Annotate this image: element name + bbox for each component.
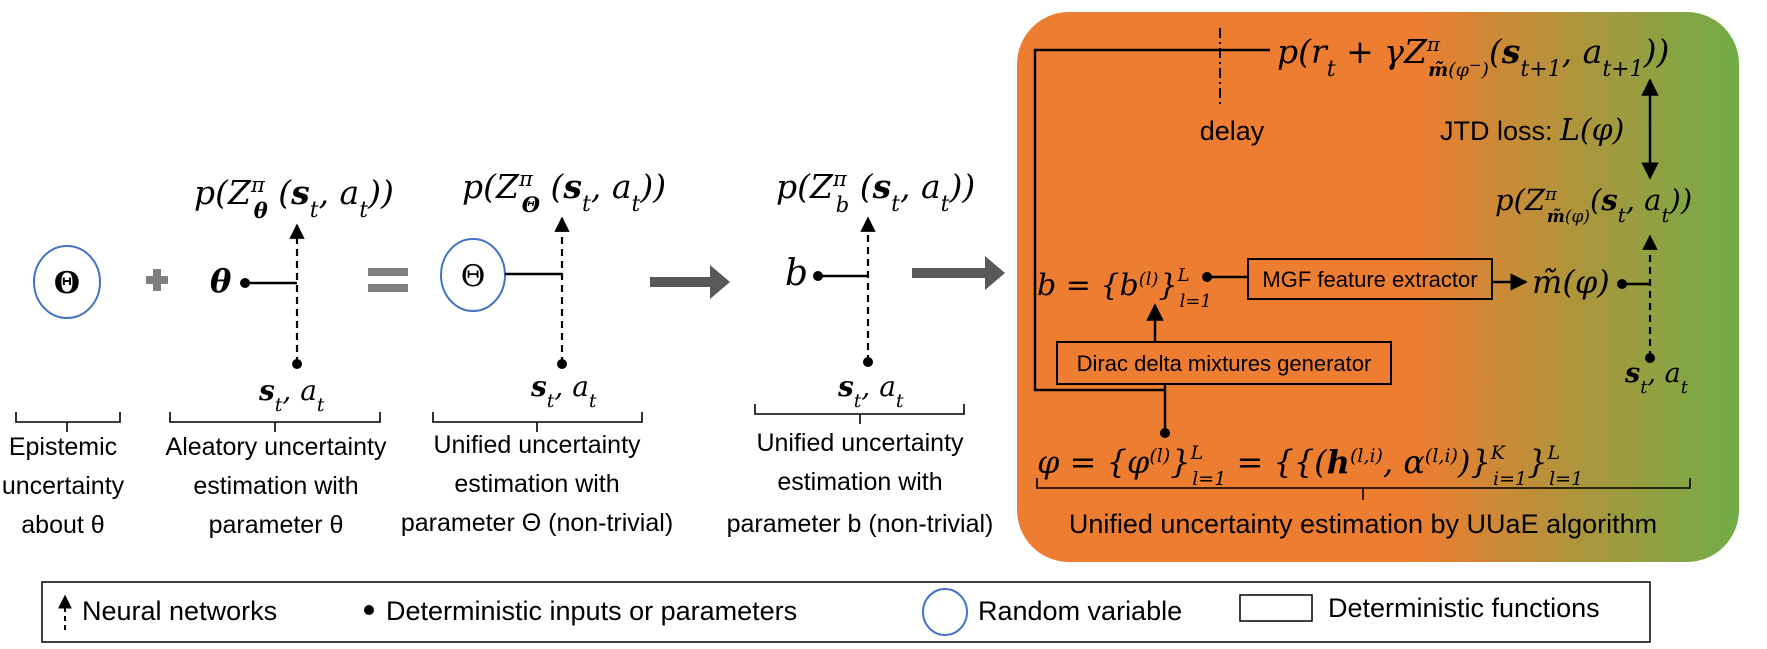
uuae-input-dot: [1645, 353, 1655, 363]
loss-formula: L(φ): [1559, 113, 1624, 148]
stage2-inputs: st, at: [258, 374, 325, 416]
dirac-label: Dirac delta mixtures generator: [1077, 351, 1372, 376]
legend-dot-icon: [364, 605, 374, 615]
legend-function-icon: [1239, 594, 1313, 622]
stage4-inputs: st, at: [837, 370, 904, 412]
stage2-input-dot: [292, 359, 302, 369]
b-param: b: [785, 253, 808, 294]
stage4-input-dot: [863, 357, 873, 367]
stage1-caption-1: Epistemic: [9, 433, 117, 461]
stage-epistemic: Θ Epistemic uncertainty about θ: [2, 245, 125, 539]
stage1-caption-2: uncertainty: [2, 472, 125, 500]
stage3-caption-3: parameter Θ (non-trivial): [401, 509, 673, 537]
mgf-label: MGF feature extractor: [1262, 267, 1477, 292]
transition-arrow-2: [912, 256, 1005, 290]
stage3-caption-1: Unified uncertainty: [433, 431, 641, 459]
stage2-caption-1: Aleatory uncertainty: [166, 433, 387, 461]
theta-random-circle: [33, 245, 101, 319]
stage1-caption-3: about θ: [21, 511, 104, 539]
stage4-caption-2: estimation with: [777, 468, 942, 496]
equals-operator: [368, 268, 408, 292]
theta-param: θ: [210, 262, 232, 300]
mgf-box: [1247, 258, 1493, 300]
legend-border: [41, 581, 1651, 643]
plus-operator: [146, 269, 168, 291]
legend-function-label: Deterministic functions: [1328, 593, 1600, 623]
dirac-box: [1056, 341, 1392, 385]
stage2-caption-3: parameter θ: [209, 511, 344, 539]
loss-label: JTD loss:: [1440, 116, 1553, 146]
legend: Neural networks Deterministic inputs or …: [41, 581, 1651, 643]
stage4-caption-3: parameter b (non-trivial): [727, 510, 994, 538]
uuae-brace: [1036, 478, 1691, 500]
stage3-brace: [432, 412, 643, 432]
phi-dot: [1160, 428, 1170, 438]
transition-arrow-1: [650, 265, 730, 299]
stage2-caption-2: estimation with: [193, 472, 358, 500]
feedback-line: [1033, 48, 1270, 392]
big-theta-symbol: Θ: [461, 259, 486, 294]
theta-random-symbol: Θ: [54, 266, 80, 301]
stage3-inputs: st, at: [530, 370, 597, 412]
legend-nn-label: Neural networks: [82, 596, 277, 626]
uuae-param-dot: [1617, 279, 1627, 289]
stage4-caption-1: Unified uncertainty: [756, 429, 964, 457]
stage3-caption-2: estimation with: [454, 470, 619, 498]
legend-random-icon: [922, 588, 968, 636]
delay-label: delay: [1200, 116, 1265, 146]
stage2-brace: [169, 412, 381, 432]
uuae-panel-background: [1017, 12, 1739, 562]
m-formula: m̃(φ): [1532, 263, 1610, 301]
legend-random-label: Random variable: [978, 596, 1182, 626]
uuae-caption: Unified uncertainty estimation by UUaE a…: [1069, 509, 1657, 539]
stage4-brace: [754, 404, 965, 424]
stage1-brace: [15, 412, 121, 432]
stage3-input-dot: [557, 359, 567, 369]
legend-dot-label: Deterministic inputs or parameters: [386, 596, 797, 626]
